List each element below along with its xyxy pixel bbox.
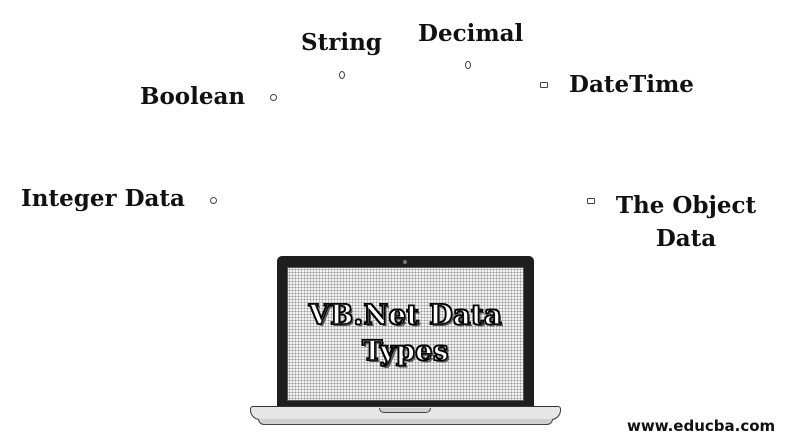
connector-datetime-icon xyxy=(540,82,548,88)
center-title: VB.Net Data Types xyxy=(308,299,503,368)
watermark: www.educba.com xyxy=(627,417,776,435)
laptop-lid: VB.Net Data Types xyxy=(277,256,534,408)
laptop-base-bottom xyxy=(258,419,553,425)
laptop-notch xyxy=(379,408,431,413)
label-integer-data: Integer Data xyxy=(21,185,185,212)
camera-icon xyxy=(403,260,407,264)
laptop-icon: VB.Net Data Types xyxy=(248,256,563,438)
connector-boolean-icon xyxy=(270,94,277,101)
label-boolean: Boolean xyxy=(140,83,246,110)
label-decimal: Decimal xyxy=(418,20,524,47)
laptop-screen: VB.Net Data Types xyxy=(287,267,524,401)
connector-string-icon xyxy=(339,71,345,79)
connector-integer-icon xyxy=(210,197,217,204)
label-string: String xyxy=(301,29,382,56)
connector-object-icon xyxy=(587,198,595,204)
label-object-data: The Object Data xyxy=(615,192,757,252)
label-datetime: DateTime xyxy=(569,71,694,98)
laptop-base xyxy=(250,406,561,420)
connector-decimal-icon xyxy=(465,61,471,69)
